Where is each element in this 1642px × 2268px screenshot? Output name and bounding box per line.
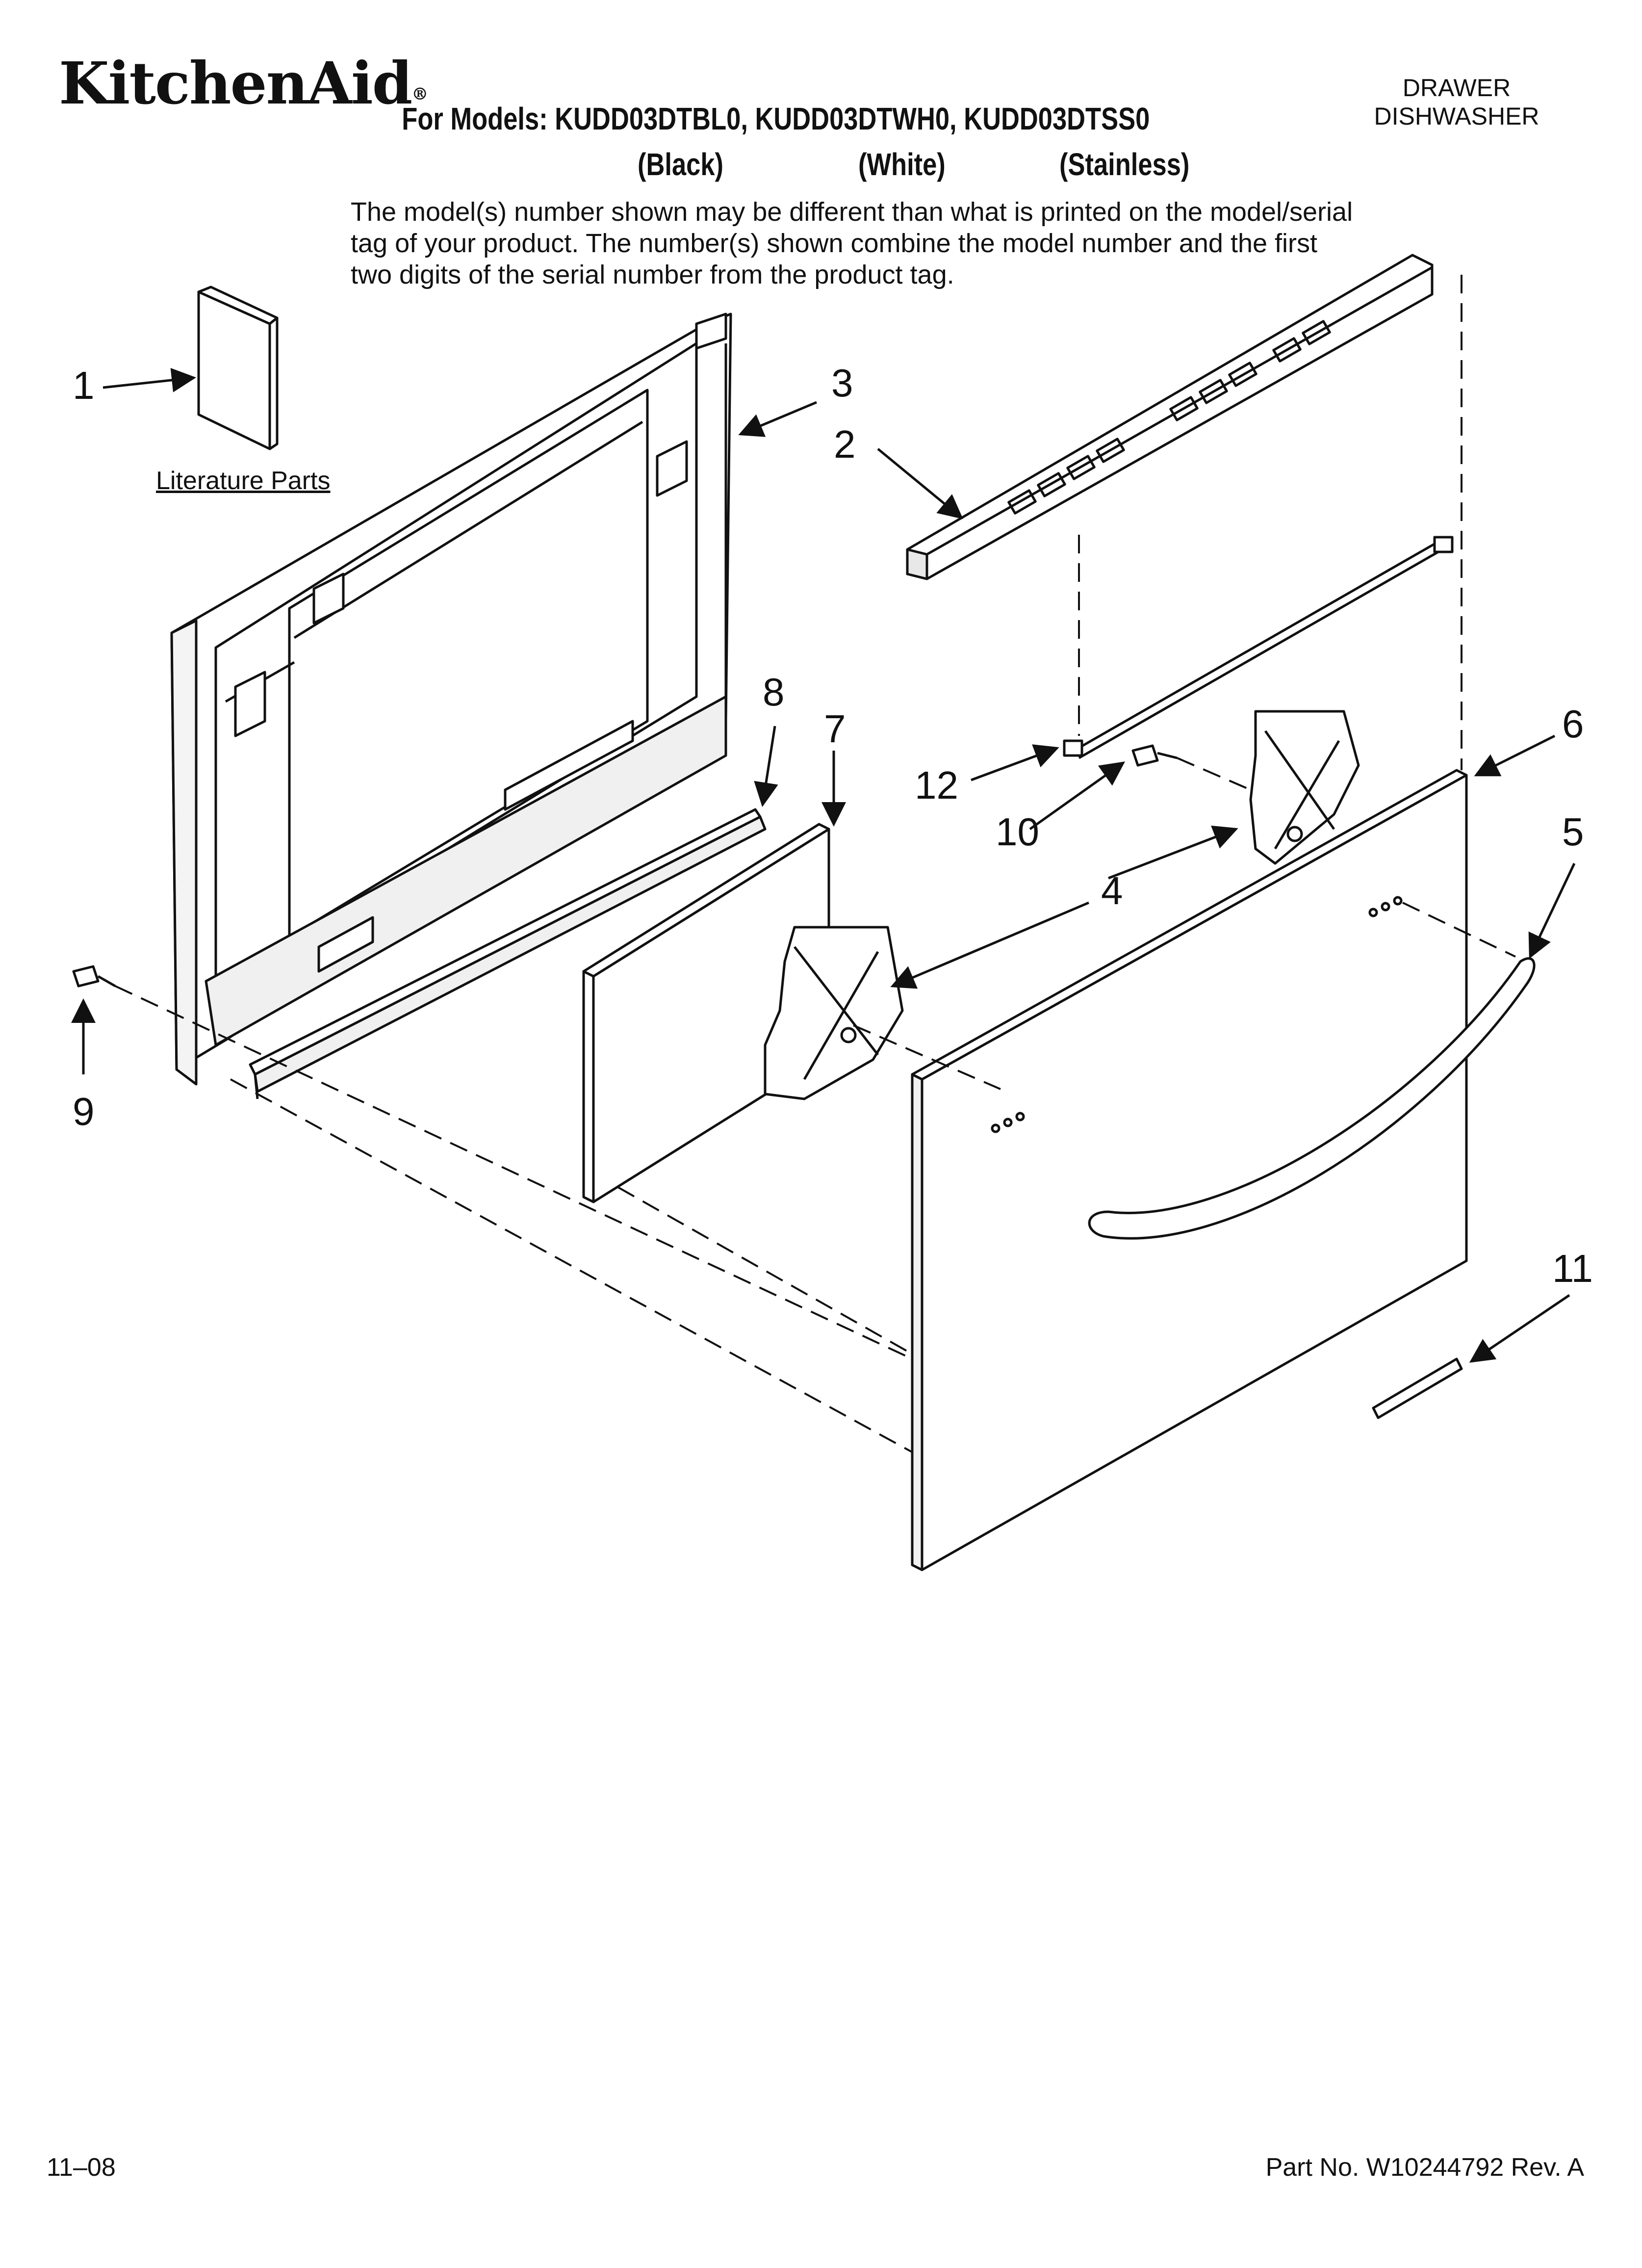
part-number: Part No. W10244792 Rev. A [1265,2153,1584,2182]
callout-2: 2 [834,422,856,466]
kitchenaid-badge [1372,1357,1463,1419]
literature-booklet [197,286,279,450]
models-line: For Models: KUDD03DTBL0, KUDD03DTWH0, KU… [402,101,1150,136]
outer-door-panel [911,769,1468,1571]
category-line: DRAWER [1402,74,1511,102]
callout-leaders [71,367,1576,1363]
inner-door-panel [170,313,732,1086]
callout-12: 12 [915,763,958,807]
callout-7: 7 [824,707,846,751]
callout-10: 10 [996,810,1039,854]
callout-3: 3 [831,361,853,405]
wire-harness [1063,536,1454,759]
hinge-bracket-right [1249,710,1360,865]
screw-9 [72,965,116,988]
variant-black: (Black) [638,147,723,182]
callout-5: 5 [1562,810,1584,854]
control-panel [906,254,1434,580]
revision-date: 11–08 [47,2153,116,2182]
variant-stainless: (Stainless) [1059,147,1190,182]
callout-4: 4 [1101,869,1123,912]
product-category: DRAWER DISHWASHER [1329,74,1584,130]
kitchenaid-logo: KitchenAid® [59,49,428,117]
callout-9: 9 [73,1090,95,1133]
literature-parts-label: Literature Parts [156,467,331,495]
model-number-note: The model(s) number shown may be differe… [351,197,1353,289]
variant-white: (White) [858,147,946,182]
callout-11: 11 [1552,1247,1593,1290]
callout-1: 1 [73,364,95,407]
alignment-lines [115,275,1516,1453]
category-line: DISHWASHER [1374,103,1539,130]
hinge-bracket-left [764,926,904,1100]
door-handle [1088,957,1536,1240]
callout-8: 8 [763,670,785,714]
bottom-trim [249,808,767,1099]
callout-6: 6 [1562,702,1584,746]
screw-10 [1131,744,1178,767]
